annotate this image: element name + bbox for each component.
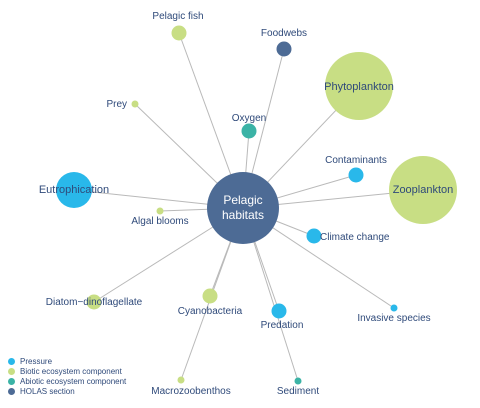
macrozoobenthos-circle [177,376,185,384]
nodes: Pelagic fishFoodwebsPhytoplanktonPreyOxy… [39,11,457,397]
foodwebs-label: Foodwebs [261,28,307,39]
contaminants-circle [348,167,364,183]
node-algal-blooms[interactable]: Algal blooms [131,207,189,228]
node-pelagic-fish[interactable]: Pelagic fish [152,11,204,41]
legend-swatch-pressure [8,357,15,365]
node-invasive-species[interactable]: Invasive species [357,304,431,325]
node-climate-change[interactable]: Climate change [306,228,390,244]
node-cyanobacteria[interactable]: Cyanobacteria [178,288,243,318]
contaminants-label: Contaminants [325,155,387,166]
sediment-label: Sediment [277,386,319,397]
eutrophication-circle [56,172,92,208]
eutrophication-label: Eutrophication [39,184,109,196]
foodwebs-circle [276,41,292,57]
legend-label-abiotic: Abiotic ecosystem component [20,376,127,386]
legend-item-biotic: Biotic ecosystem component [8,366,126,376]
climate-change-circle [306,228,322,244]
legend-swatch-abiotic [8,377,15,385]
legend-item-pressure: Pressure [8,356,126,366]
legend-swatch-holas [8,387,15,395]
node-contaminants[interactable]: Contaminants [325,155,387,183]
node-phytoplankton[interactable]: Phytoplankton [324,52,394,120]
climate-change-label: Climate change [320,232,390,243]
legend: Pressure Biotic ecosystem component Abio… [8,356,126,396]
pelagic-habitats-circle [207,172,279,244]
cyanobacteria-circle [202,288,218,304]
legend-swatch-biotic [8,367,15,375]
node-diatom-dinoflagellate[interactable]: Diatom−dinoflagellate [46,294,143,310]
oxygen-label: Oxygen [232,113,266,124]
algal-blooms-label: Algal blooms [131,216,188,227]
zooplankton-circle [389,156,457,224]
node-prey[interactable]: Prey [106,99,139,110]
invasive-species-circle [390,304,398,312]
pelagic-fish-label: Pelagic fish [152,11,203,22]
node-foodwebs[interactable]: Foodwebs [261,28,307,57]
legend-label-biotic: Biotic ecosystem component [20,366,122,376]
center-label-line2: habitats [222,208,264,222]
node-eutrophication[interactable]: Eutrophication [39,172,109,208]
zooplankton-label: Zooplankton [393,184,454,196]
predation-label: Predation [261,320,304,331]
node-oxygen[interactable]: Oxygen [232,113,266,139]
prey-circle [131,100,139,108]
center-label-line1: Pelagic [223,193,262,207]
pelagic-fish-circle [171,25,187,41]
legend-item-abiotic: Abiotic ecosystem component [8,376,126,386]
macrozoobenthos-label: Macrozoobenthos [151,386,231,397]
phytoplankton-label: Phytoplankton [324,81,394,93]
oxygen-circle [241,123,257,139]
predation-circle [271,303,287,319]
node-zooplankton[interactable]: Zooplankton [389,156,457,224]
prey-label: Prey [106,99,127,110]
phytoplankton-circle [325,52,393,120]
diatom-dinoflagellate-label: Diatom−dinoflagellate [46,297,143,308]
legend-item-holas: HOLAS section [8,386,126,396]
invasive-species-label: Invasive species [357,313,430,324]
legend-label-pressure: Pressure [20,356,53,366]
node-macrozoobenthos[interactable]: Macrozoobenthos [151,376,231,398]
node-sediment[interactable]: Sediment [277,377,319,398]
algal-blooms-circle [156,207,164,215]
diatom-dinoflagellate-circle [86,294,102,310]
cyanobacteria-label: Cyanobacteria [178,306,243,317]
legend-label-holas: HOLAS section [20,386,75,396]
node-predation[interactable]: Predation [261,303,304,332]
sediment-circle [294,377,302,385]
